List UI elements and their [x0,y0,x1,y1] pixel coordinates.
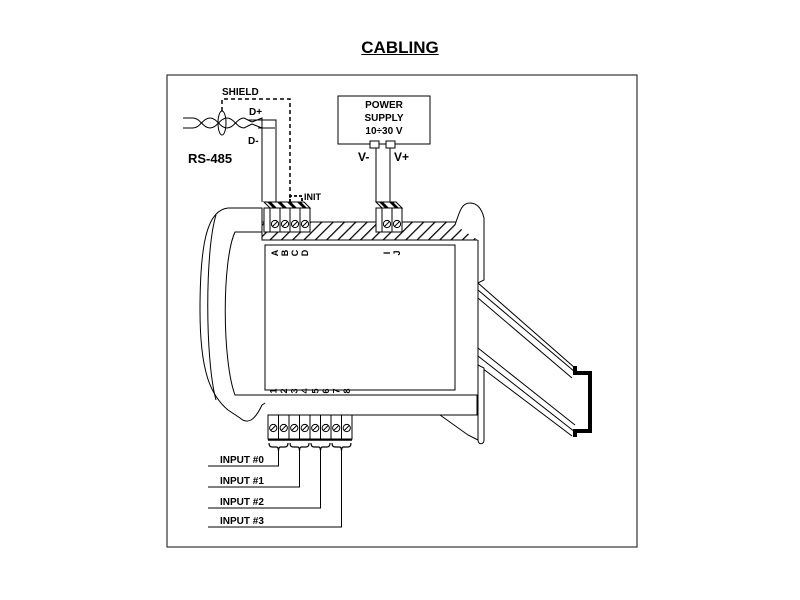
d-minus-label: D- [248,136,259,147]
v-minus-label: V- [358,150,369,164]
init-label: INIT [304,192,322,202]
terminal-screw [290,423,299,433]
terminal-screw [269,423,278,433]
terminal-screw [270,219,280,229]
power-terminal-vplus [385,140,396,149]
terminal-screw [392,219,402,229]
top-terminal-letter: D [300,249,310,256]
rs485-label: RS-485 [188,151,232,166]
terminal-block-inputs [267,414,353,452]
terminal-screw [332,423,341,433]
input-leaders [208,451,342,528]
terminal-block-ij [374,201,404,233]
module-body [199,202,485,445]
top-terminal-letter: J [392,250,402,255]
bottom-terminal-number: 3 [289,388,299,393]
input-pair-brace [310,442,331,452]
terminal-screw [279,423,288,433]
power-supply-box [337,95,431,145]
input-label: INPUT #1 [220,476,264,487]
power-terminal-vminus [369,140,380,149]
terminal-screw [280,219,290,229]
bottom-terminal-number: 8 [342,388,352,393]
terminal-screw [321,423,330,433]
bottom-terminal-number: 4 [300,388,310,393]
shield-label: SHIELD [222,87,259,98]
terminal-screw [300,423,309,433]
bottom-terminal-number: 7 [331,388,341,393]
terminal-screw [300,219,310,229]
power-supply-line2: SUPPLY [364,113,403,124]
power-supply-line3: 10÷30 V [365,126,403,137]
top-terminal-letter: I [382,252,392,255]
bottom-terminal-number: 2 [279,388,289,393]
input-leader-line [208,451,321,509]
input-leader-line [208,451,342,528]
input-pair-brace [268,442,289,452]
shield-wire [221,98,291,202]
bottom-terminal-number: 6 [321,388,331,393]
terminal-screw [382,219,392,229]
din-rail [477,282,592,437]
bottom-terminal-number: 5 [310,388,320,393]
terminal-block-abcd [262,201,312,233]
input-leader-line [208,451,300,488]
top-terminal-letter: C [290,249,300,256]
power-supply-line1: POWER [365,100,404,111]
input-label: INPUT #3 [220,516,264,527]
terminal-screw [311,423,320,433]
diagram-title: CABLING [361,38,439,57]
top-terminal-letter: A [270,249,280,256]
d-plus-label: D+ [249,107,262,118]
v-plus-label: V+ [394,150,409,164]
input-label: INPUT #0 [220,455,264,466]
input-pair-brace [289,442,310,452]
diagram-frame [166,74,638,548]
bottom-terminal-number: 1 [268,388,278,393]
terminal-screw [342,423,351,433]
top-terminal-letter: B [280,249,290,256]
input-pair-brace [331,442,352,452]
input-label: INPUT #2 [220,497,264,508]
input-labels: INPUT #0 INPUT #1 INPUT #2 INPUT #3 [220,455,264,527]
input-leader-line [208,451,279,467]
terminal-screw [290,219,300,229]
init-jumper [289,195,303,202]
